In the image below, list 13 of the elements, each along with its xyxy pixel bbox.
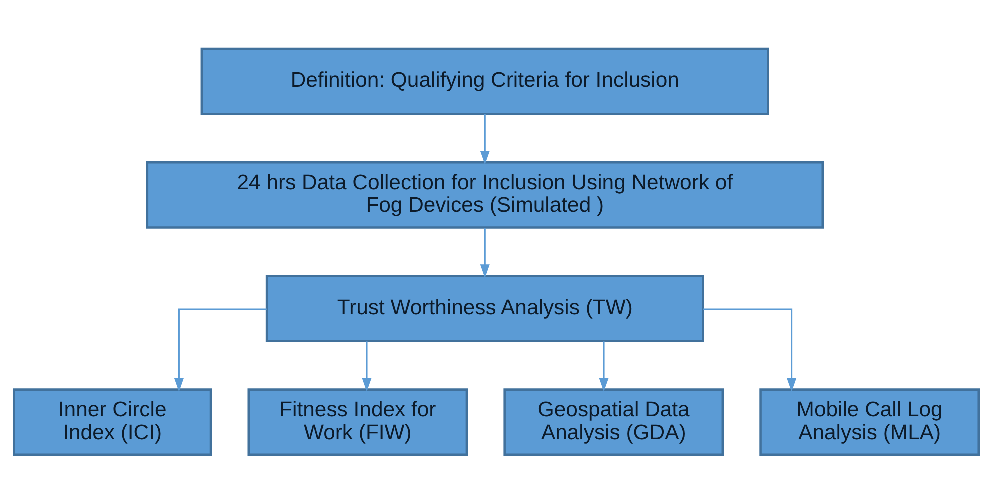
arrow: [362, 342, 372, 392]
arrow: [480, 114, 490, 165]
node-box: Fitness Index for Work (FIW): [248, 388, 468, 456]
node-box: Inner Circle Index (ICI): [13, 388, 212, 456]
arrow: [704, 308, 797, 392]
arrow: [599, 342, 609, 392]
arrow: [480, 228, 490, 278]
node-box: Definition: Qualifying Criteria for Inclusion: [200, 48, 770, 116]
arrow: [174, 308, 267, 392]
node-box: Mobile Call Log Analysis (MLA): [760, 388, 980, 456]
node-box: Trust Worthiness Analysis (TW): [266, 275, 704, 342]
node-box: 24 hrs Data Collection for Inclusion Using Network of Fog Devices (Simulated ): [146, 162, 824, 229]
node-box: Geospatial Data Analysis (GDA): [504, 388, 724, 456]
